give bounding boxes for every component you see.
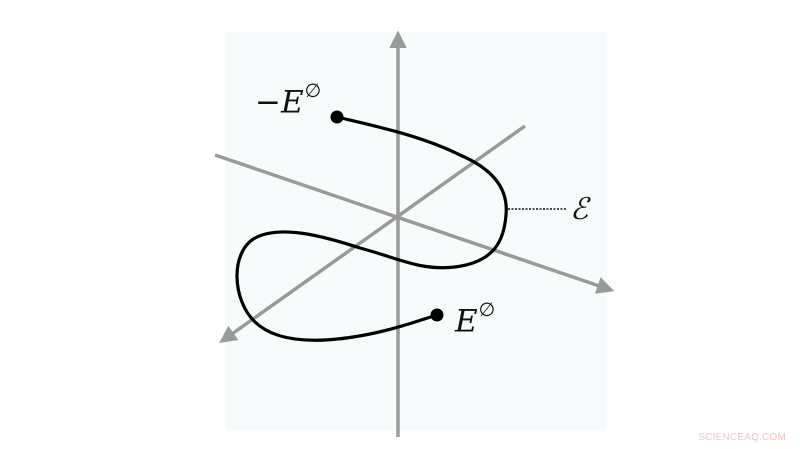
start-point-label-base: −E xyxy=(255,84,304,121)
watermark: SCIENCEAQ.COM xyxy=(698,432,786,443)
end-point-label-base: E xyxy=(455,303,478,340)
start-point-label: −E∅ xyxy=(255,82,321,121)
start-point-label-superscript: ∅ xyxy=(304,80,322,102)
curve-label: ℰ xyxy=(570,192,589,227)
end-point-label-superscript: ∅ xyxy=(478,299,496,321)
start-point-dot xyxy=(330,110,344,124)
horizontal-axis xyxy=(214,153,615,294)
end-point-label: E∅ xyxy=(455,301,495,340)
end-point-dot xyxy=(430,308,444,322)
curve-path xyxy=(235,115,508,342)
